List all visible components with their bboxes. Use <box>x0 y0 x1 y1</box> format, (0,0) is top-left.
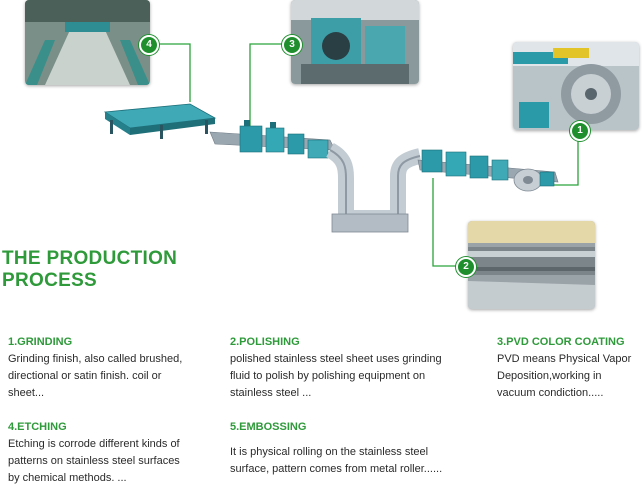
step-heading-embossing: 5.EMBOSSING <box>230 421 307 433</box>
pvd-coating-image <box>513 42 639 130</box>
step-heading-pvd: 3.PVD COLOR COATING <box>497 336 625 348</box>
leader-line-4 <box>150 43 191 102</box>
step-heading-grinding: 1.GRINDING <box>8 336 73 348</box>
step-text-polishing: polished stainless steel sheet uses grin… <box>230 353 442 399</box>
callout-badge-3: 3 <box>282 35 302 55</box>
machinery-right <box>417 149 559 192</box>
step-text-pvd: PVD means Physical Vapor Deposition,work… <box>497 353 632 399</box>
page-title: THE PRODUCTION PROCESS <box>2 248 177 292</box>
leader-line-2 <box>432 178 465 267</box>
steel-roller-image <box>468 221 595 309</box>
page-title-line-1: THE PRODUCTION <box>2 248 178 269</box>
photo-grinding-line <box>25 0 150 85</box>
step-text-grinding: Grinding finish, also called brushed, di… <box>8 353 183 399</box>
callout-badge-1: 1 <box>570 121 590 141</box>
photo-polishing-machine <box>291 0 419 84</box>
step-heading-polishing: 2.POLISHING <box>230 336 300 348</box>
entry-roller-table <box>103 103 217 139</box>
step-text-etching: Etching is corrode different kinds of pa… <box>8 438 180 484</box>
callout-badge-4: 4 <box>139 35 159 55</box>
photo-pvd-coating <box>513 42 639 130</box>
polishing-machine-image <box>291 0 419 84</box>
leader-lines <box>150 43 579 267</box>
leader-line-3 <box>249 43 282 128</box>
grinding-line-image <box>25 0 150 85</box>
callout-badge-2: 2 <box>456 257 476 277</box>
photo-steel-roller <box>468 221 595 309</box>
looper-pit <box>325 142 422 233</box>
step-text-embossing: It is physical rolling on the stainless … <box>230 446 443 475</box>
machinery-left <box>209 120 336 159</box>
page-title-line-2: PROCESS <box>2 270 98 291</box>
step-heading-etching: 4.ETCHING <box>8 421 67 433</box>
leader-line-1 <box>548 130 579 186</box>
